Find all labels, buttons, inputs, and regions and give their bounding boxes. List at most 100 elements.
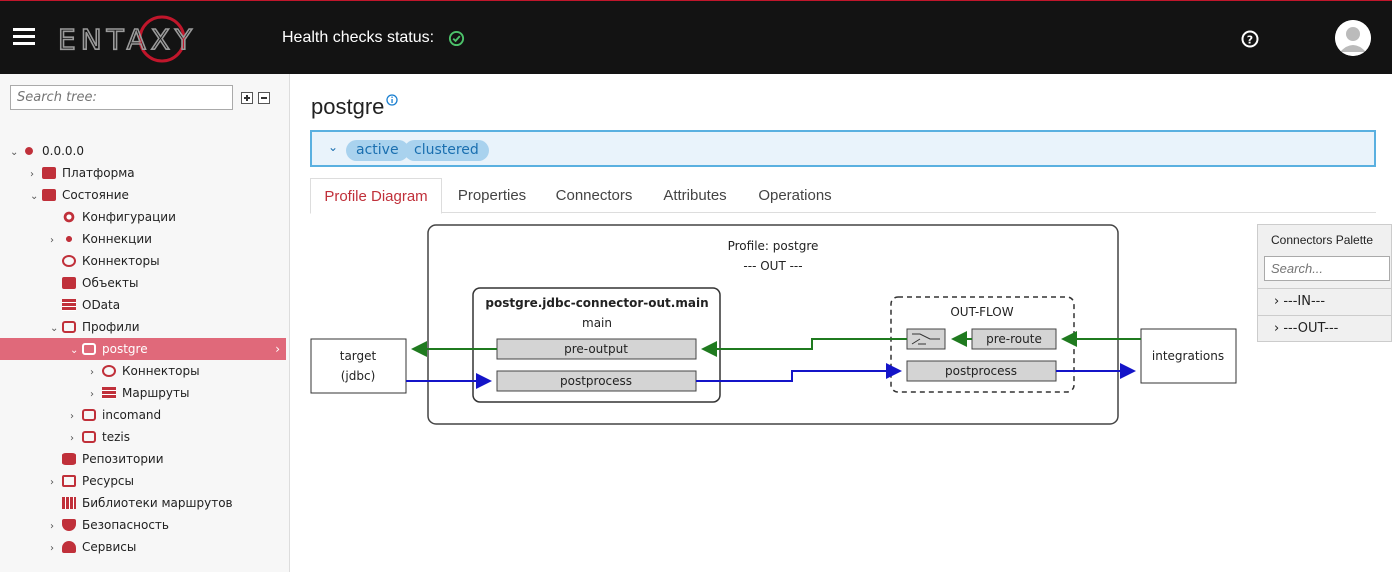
- palette-group-label: ---IN---: [1283, 294, 1326, 309]
- tree-item-connections[interactable]: ›Коннекции: [50, 232, 152, 246]
- integrations-label: integrations: [1152, 349, 1224, 363]
- tree-item-label: OData: [82, 298, 121, 312]
- tree-item-label: Сервисы: [82, 540, 137, 554]
- search-tree-input[interactable]: [10, 85, 233, 110]
- tree-item-label: Платформа: [62, 166, 135, 180]
- palette-group-label: ---OUT---: [1283, 321, 1339, 336]
- database-icon: [62, 453, 76, 465]
- connector-subtitle: main: [582, 316, 612, 330]
- tree-item-route-libraries[interactable]: Библиотеки маршрутов: [50, 492, 233, 514]
- tree-item-configurations[interactable]: Конфигурации: [50, 206, 176, 228]
- expand-all-icon[interactable]: [241, 92, 253, 104]
- tab-bar: Profile Diagram Properties Connectors At…: [310, 178, 1376, 214]
- target-label: target: [340, 349, 377, 363]
- tree-item-label: incomand: [102, 408, 162, 422]
- tree-item-label: 0.0.0.0: [42, 144, 84, 158]
- tab-profile-diagram[interactable]: Profile Diagram: [310, 178, 442, 214]
- routes-icon: [102, 387, 116, 399]
- menu-icon[interactable]: [13, 28, 35, 46]
- tab-connectors[interactable]: Connectors: [555, 187, 633, 204]
- tree-item-connectors[interactable]: Коннекторы: [50, 250, 160, 272]
- profile-icon: [82, 343, 96, 355]
- cube-icon: [62, 277, 76, 289]
- integrations-box[interactable]: [1140, 328, 1237, 384]
- tree-item-label: Конфигурации: [82, 210, 176, 224]
- tree-item-odata[interactable]: OData: [50, 294, 120, 316]
- outflow-title: OUT-FLOW: [950, 305, 1013, 319]
- state-icon: [42, 189, 56, 201]
- tree-item-objects[interactable]: Объекты: [50, 272, 138, 294]
- page-title: postgre: [311, 94, 385, 119]
- info-icon[interactable]: [386, 94, 398, 106]
- tree-item-label: Репозитории: [82, 452, 164, 466]
- tree-item-security[interactable]: ›Безопасность: [50, 518, 169, 532]
- profile-icon: [62, 321, 76, 333]
- profile-diagram: Profile: postgre --- OUT --- target (jdb…: [310, 224, 1237, 425]
- tree-item-repositories[interactable]: Репозитории: [50, 448, 164, 470]
- svg-text:ENTAXY: ENTAXY: [58, 23, 197, 56]
- pre-output-label: pre-output: [564, 342, 628, 356]
- out-arrow: [696, 363, 902, 382]
- tree-item-platform[interactable]: ›Платформа: [30, 166, 135, 180]
- profile-icon: [82, 431, 96, 443]
- cluster-icon: [22, 145, 36, 157]
- tree-item-label: Объекты: [82, 276, 139, 290]
- tree-item-label: Коннекторы: [122, 364, 200, 378]
- tab-properties[interactable]: Properties: [457, 187, 527, 204]
- tree-item-label: Профили: [82, 320, 140, 334]
- connector-title: postgre.jdbc-connector-out.main: [485, 296, 708, 310]
- sidebar: ⌄0.0.0.0 ›Платформа ⌄Состояние Конфигура…: [0, 74, 290, 572]
- check-circle-icon[interactable]: [448, 30, 465, 47]
- connectors-palette: Connectors Palette › ---IN--- › ---OUT--…: [1257, 224, 1392, 342]
- palette-search-input[interactable]: [1264, 256, 1390, 281]
- target-box[interactable]: [310, 338, 407, 394]
- tree-item-label: Безопасность: [82, 518, 169, 532]
- table-icon: [62, 299, 76, 311]
- in-arrow: [701, 338, 907, 357]
- platform-icon: [42, 167, 56, 179]
- chevron-right-icon: ›: [1274, 321, 1284, 336]
- tree-item-services[interactable]: ›Сервисы: [50, 540, 137, 554]
- tree-item-label: Состояние: [62, 188, 129, 202]
- connectors-icon: [62, 255, 76, 267]
- connections-icon: [62, 233, 76, 245]
- tree-item-label: Ресурсы: [82, 474, 135, 488]
- tree-item-incomand[interactable]: ›incomand: [70, 408, 162, 422]
- connectors-icon: [102, 365, 116, 377]
- status-badge-active: active: [346, 140, 409, 161]
- tree-item-root[interactable]: ⌄0.0.0.0: [10, 144, 84, 158]
- tab-attributes[interactable]: Attributes: [663, 187, 727, 204]
- palette-group-in[interactable]: › ---IN---: [1258, 288, 1392, 314]
- tree-item-label: Библиотеки маршрутов: [82, 496, 233, 510]
- palette-group-out[interactable]: › ---OUT---: [1258, 315, 1392, 341]
- outflow-postprocess-label: postprocess: [945, 364, 1017, 378]
- status-bar: ⌄ active clustered: [310, 130, 1376, 167]
- tree-item-postgre[interactable]: ⌄postgre ›: [0, 338, 286, 360]
- tree-item-routes[interactable]: ›Маршруты: [90, 386, 190, 400]
- tree-item-profiles[interactable]: ⌄Профили: [50, 320, 140, 334]
- postprocess-label: postprocess: [560, 374, 632, 388]
- library-icon: [62, 497, 76, 509]
- tree-item-tezis[interactable]: ›tezis: [70, 430, 130, 444]
- chevron-down-icon[interactable]: ⌄: [328, 140, 339, 154]
- chevron-right-icon: ›: [1274, 294, 1284, 309]
- tree-item-label: Коннекторы: [82, 254, 160, 268]
- profile-subtitle: --- OUT ---: [743, 259, 802, 273]
- tree-item-postgre-connectors[interactable]: ›Коннекторы: [90, 364, 200, 378]
- shield-icon: [62, 519, 76, 531]
- tree-item-resources[interactable]: ›Ресурсы: [50, 474, 135, 488]
- target-type-label: (jdbc): [341, 369, 376, 383]
- health-checks-label: Health checks status:: [282, 29, 435, 46]
- svg-text:?: ?: [1247, 34, 1253, 47]
- tree-item-label: Маршруты: [122, 386, 190, 400]
- collapse-all-icon[interactable]: [258, 92, 270, 104]
- top-bar: ENTAXY Health checks status: ?: [0, 0, 1392, 74]
- question-circle-icon[interactable]: ?: [1241, 30, 1259, 48]
- tree-item-label: tezis: [102, 430, 130, 444]
- tree-item-label: postgre: [102, 342, 148, 356]
- chevron-right-icon: ›: [275, 342, 280, 356]
- user-avatar-icon[interactable]: [1335, 20, 1371, 56]
- tree-item-state[interactable]: ⌄Состояние: [30, 188, 129, 202]
- tab-operations[interactable]: Operations: [758, 187, 832, 204]
- entaxy-logo: ENTAXY: [58, 15, 197, 63]
